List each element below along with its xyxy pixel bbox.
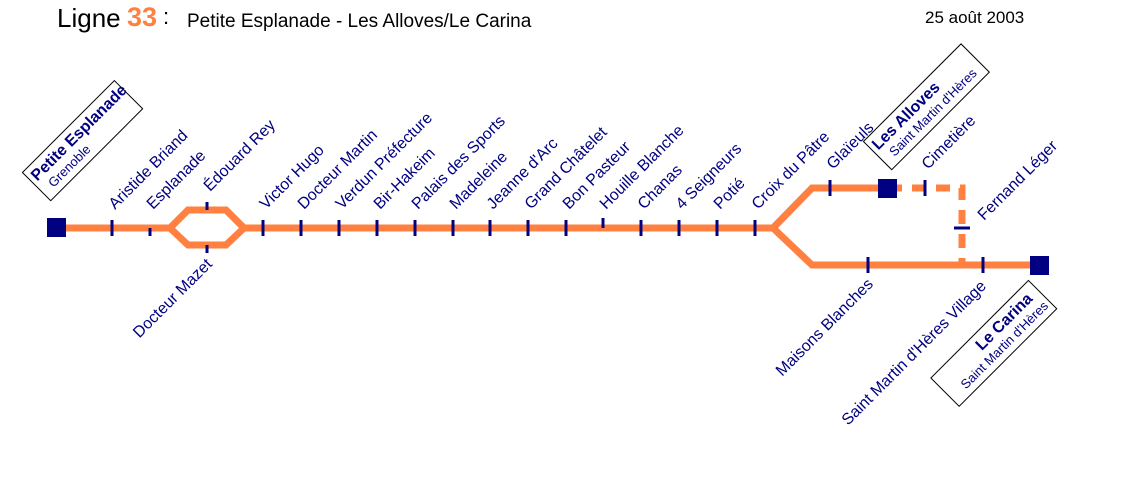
line-branch-alloves: [770, 184, 888, 231]
stop-label-edouard-rey[interactable]: Édouard Rey: [199, 115, 278, 194]
stop-labels-lower: Docteur Mazet Maisons Blanches Saint Mar…: [130, 255, 990, 428]
route-title: Petite Esplanade - Les Alloves/Le Carina: [187, 11, 532, 32]
line-colon: :: [163, 4, 170, 29]
stop-label-docteur-mazet[interactable]: Docteur Mazet: [130, 255, 216, 341]
terminal-marker-le-carina[interactable]: [1030, 256, 1049, 275]
stop-label-maisons-blanches[interactable]: Maisons Blanches: [773, 276, 877, 380]
line-branch-alloves-dashed: [888, 184, 966, 266]
date: 25 août 2003: [925, 8, 1025, 27]
line-branch-carina: [770, 225, 1040, 269]
terminal-box: [930, 279, 1058, 408]
line-route: [57, 184, 1040, 269]
terminal-box: [862, 43, 991, 171]
stop-ticks: [110, 180, 985, 273]
stop-label-fernand-leger[interactable]: Fernand Léger: [975, 137, 1062, 224]
terminal-marker-petite-esplanade[interactable]: [47, 218, 66, 237]
terminal-box: [21, 79, 144, 202]
terminal-marker-les-alloves[interactable]: [878, 179, 897, 198]
stop-label-croix-du-patre[interactable]: Croix du Pâtre: [749, 128, 833, 212]
line-loop-upper: [167, 206, 247, 231]
line-loop-lower: [167, 225, 247, 249]
header: Ligne 33 : Petite Esplanade - Les Allove…: [0, 0, 1123, 40]
line-number: 33: [127, 2, 158, 32]
line-label: Ligne: [57, 3, 121, 33]
terminal-label-les-alloves[interactable]: Les Alloves Saint Martin d'Hères: [862, 43, 991, 171]
terminal-label-le-carina[interactable]: Le Carina Saint Martin d'Hères: [930, 279, 1058, 408]
